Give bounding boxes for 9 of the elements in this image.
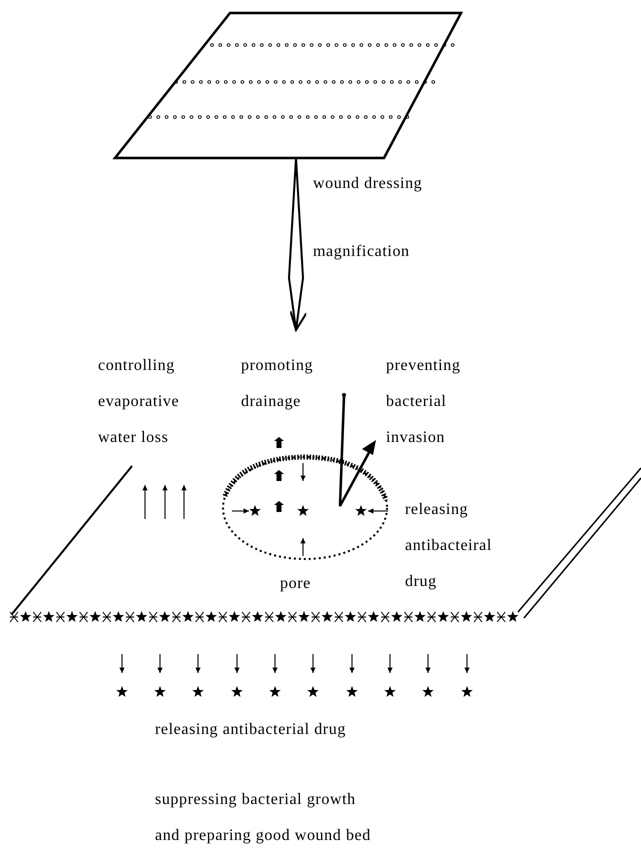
annotation-text: controlling evaporative water loss	[98, 356, 180, 448]
annotation-text: releasing antibacteiral drug	[405, 500, 493, 592]
annotation-text: releasing antibacterial drug	[155, 720, 347, 740]
annotation-text: preventing bacterial invasion	[386, 356, 462, 448]
annotation-text: suppressing bacterial growth and preparing good wound bed	[155, 790, 372, 846]
magnification-arrow	[288, 157, 308, 331]
node-caption: wound dressing	[313, 174, 422, 194]
annotation-text: pore	[280, 574, 312, 594]
annotation-text: promoting drainage	[241, 356, 314, 412]
